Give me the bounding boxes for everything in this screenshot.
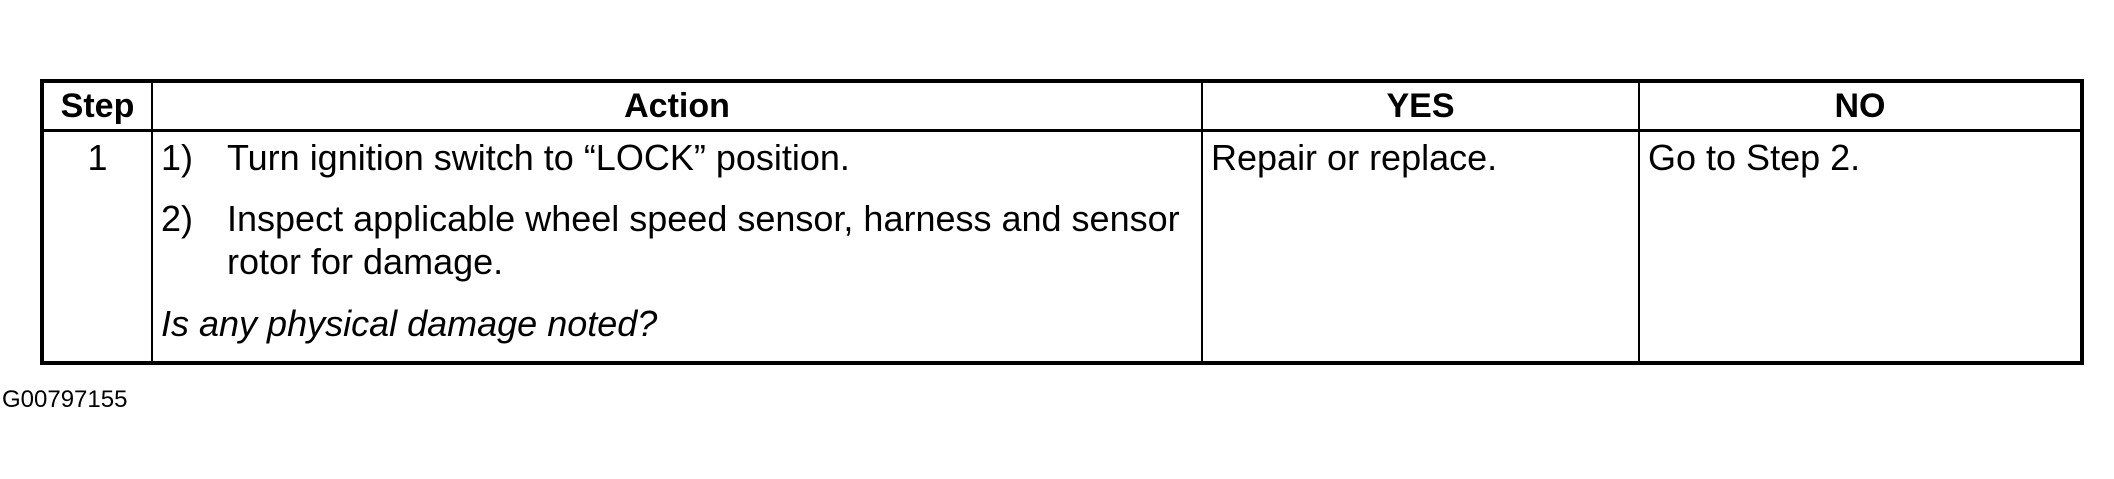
header-yes: YES: [1201, 80, 1640, 132]
action-item-2: 2) Inspect applicable wheel speed sensor…: [161, 197, 1193, 283]
figure-id: G00797155: [2, 386, 128, 413]
table-header-row: Step Action YES NO: [41, 80, 2083, 132]
diagnostic-question: Is any physical damage noted?: [161, 302, 658, 344]
no-result: Go to Step 2.: [1638, 129, 2083, 364]
header-action: Action: [151, 80, 1203, 132]
table-row: 1 1) Turn ignition switch to “LOCK” posi…: [41, 129, 2083, 364]
action-cell: 1) Turn ignition switch to “LOCK” positi…: [151, 129, 1203, 364]
action-item-text: Inspect applicable wheel speed sensor, h…: [227, 198, 1180, 283]
step-number: 1: [41, 129, 153, 364]
header-step: Step: [41, 80, 153, 132]
action-item-text: Turn ignition switch to “LOCK” position.: [227, 137, 850, 178]
action-item-1: 1) Turn ignition switch to “LOCK” positi…: [161, 136, 1193, 179]
action-item-number: 2): [161, 198, 194, 240]
diagnostic-step-table: Step Action YES NO 1 1) Turn ignition sw…: [40, 79, 2084, 365]
yes-result: Repair or replace.: [1201, 129, 1640, 364]
header-no: NO: [1638, 80, 2083, 132]
action-item-number: 1): [161, 137, 194, 178]
